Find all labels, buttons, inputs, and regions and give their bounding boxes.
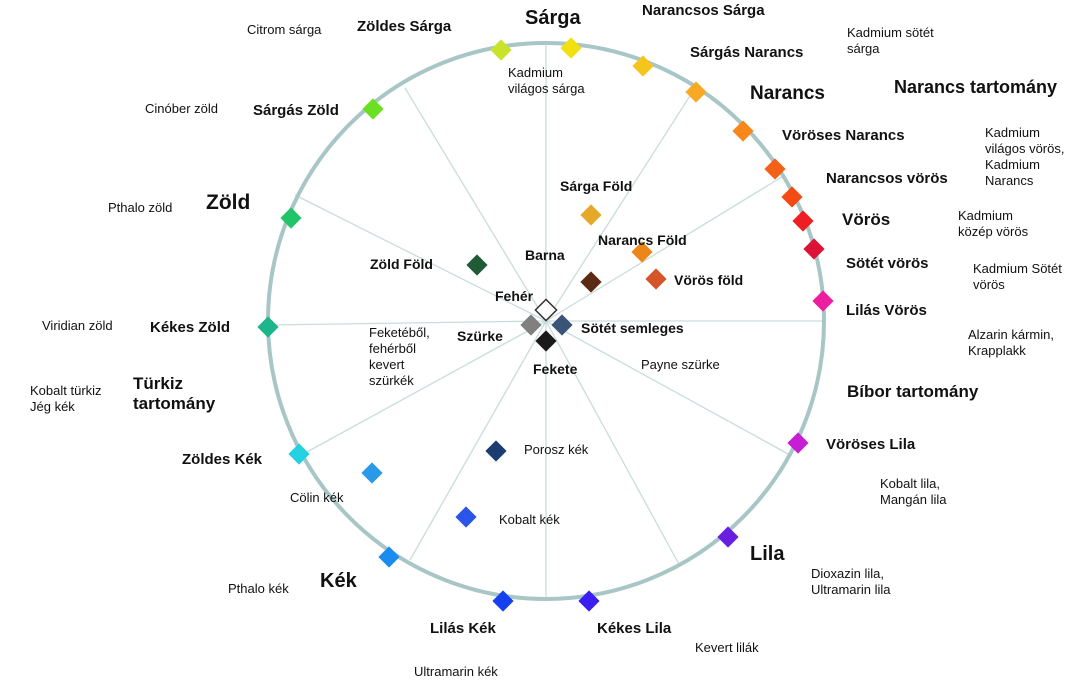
label-voroses-lila: Vöröses Lila: [826, 436, 916, 453]
pigment-colin-kek: Cölin kék: [290, 490, 344, 505]
spoke-line: [295, 320, 547, 459]
spoke-line: [294, 194, 547, 322]
label-bibor-tartomany: Bíbor tartomány: [847, 382, 979, 401]
swatch-sárgás-zöld: [362, 98, 384, 120]
swatch-zöld-föld: [466, 254, 488, 276]
pigment-kobalt-kek: Kobalt kék: [499, 512, 560, 527]
swatch-barna: [580, 271, 602, 293]
pigment-pthalo-zold: Pthalo zöld: [108, 200, 173, 215]
label-voros: Vörös: [842, 210, 891, 229]
swatch-sötét-vörös: [803, 238, 825, 260]
swatch-cölin-kék: [361, 462, 383, 484]
swatch-zöldes-sárga: [490, 39, 512, 61]
swatch-vöröses-narancs: [732, 120, 754, 142]
label-sargas-narancs: Sárgás Narancs: [690, 44, 804, 61]
pigment-kevert-lilak: Kevert lilák: [695, 640, 759, 655]
pigment-viridian: Viridian zöld: [42, 318, 113, 333]
label-zold: Zöld: [206, 191, 251, 214]
pigment-porosz-kek: Porosz kék: [524, 442, 589, 457]
pigment-dioxazin: Dioxazin lila,Ultramarin lila: [811, 566, 891, 597]
swatch-lilás-kék: [492, 590, 514, 612]
swatch-kobalt-kék: [455, 506, 477, 528]
label-voroses-narancs: Vöröses Narancs: [782, 127, 905, 144]
label-sotet-voros: Sötét vörös: [846, 255, 929, 272]
label-narancsos-voros: Narancsos vörös: [826, 170, 948, 187]
swatch-sárgás-narancs: [685, 81, 707, 103]
pigment-pthalo-kek: Pthalo kék: [228, 581, 289, 596]
label-sarga: Sárga: [525, 7, 581, 29]
swatch-vöröses-lila: [787, 432, 809, 454]
spoke-line: [267, 320, 547, 326]
label-voros-fold: Vörös föld: [674, 272, 744, 288]
label-zoldes-kek: Zöldes Kék: [182, 451, 263, 468]
swatch-lila: [717, 526, 739, 548]
label-narancsos-sarga: Narancsos Sárga: [642, 2, 765, 19]
label-sarga-fold: Sárga Föld: [560, 178, 633, 194]
swatch-narancsos-vörös: [764, 158, 786, 180]
label-lilas-kek: Lilás Kék: [430, 620, 496, 637]
swatch-fekete: [535, 330, 557, 352]
label-feher: Fehér: [495, 288, 534, 304]
label-lilas-voros: Lilás Vörös: [846, 302, 927, 319]
swatch-kékes-zöld: [257, 316, 279, 338]
swatch-narancs-föld: [631, 241, 653, 263]
swatch-kék: [378, 546, 400, 568]
label-zold-fold: Zöld Föld: [370, 256, 433, 272]
pigment-ultramarin-kek: Ultramarin kék: [414, 664, 498, 679]
pigment-alzarin: Alzarin kármin,Krapplakk: [968, 327, 1054, 358]
spoke-line: [545, 320, 791, 456]
label-narancs-fold: Narancs Föld: [598, 232, 687, 248]
label-fekete: Fekete: [533, 361, 578, 377]
pigment-citrom: Citrom sárga: [247, 22, 322, 37]
label-zoldes-sarga: Zöldes Sárga: [357, 18, 452, 35]
pigment-cinober: Cinóber zöld: [145, 101, 218, 116]
swatch-vörös: [792, 210, 814, 232]
label-lila: Lila: [750, 543, 785, 565]
swatch-kékes-lila: [578, 590, 600, 612]
swatch-sötét-semleges: [551, 314, 573, 336]
swatch-sárga-föld: [580, 204, 602, 226]
pigment-kobalt-lila: Kobalt lila,Mangán lila: [880, 476, 947, 507]
swatch-fehér: [534, 298, 558, 322]
swatch-narancsos-sárga: [632, 55, 654, 77]
swatch-sárga: [560, 37, 582, 59]
label-sotet-semleges: Sötét semleges: [581, 320, 684, 336]
spoke-line: [404, 87, 547, 322]
swatch-lilás-vörös: [812, 290, 834, 312]
label-kekes-zold: Kékes Zöld: [150, 319, 231, 336]
spoke-line: [409, 320, 547, 561]
label-barna: Barna: [525, 247, 565, 263]
label-narancs-tartomany: Narancs tartomány: [894, 77, 1058, 97]
swatch-vörös-a: [781, 186, 803, 208]
spoke-line: [545, 87, 696, 322]
label-sargas-zold: Sárgás Zöld: [253, 102, 339, 119]
label-kek: Kék: [320, 570, 357, 592]
label-narancs: Narancs: [750, 83, 825, 104]
swatch-vörös-föld: [645, 268, 667, 290]
label-szurke: Szürke: [457, 328, 503, 344]
swatch-porosz-kék: [485, 440, 507, 462]
label-kekes-lila: Kékes Lila: [597, 620, 672, 637]
swatch-szürke: [520, 314, 542, 336]
spoke-line: [545, 174, 786, 322]
pigment-payne: Payne szürke: [641, 357, 720, 372]
spoke-line: [545, 320, 681, 567]
